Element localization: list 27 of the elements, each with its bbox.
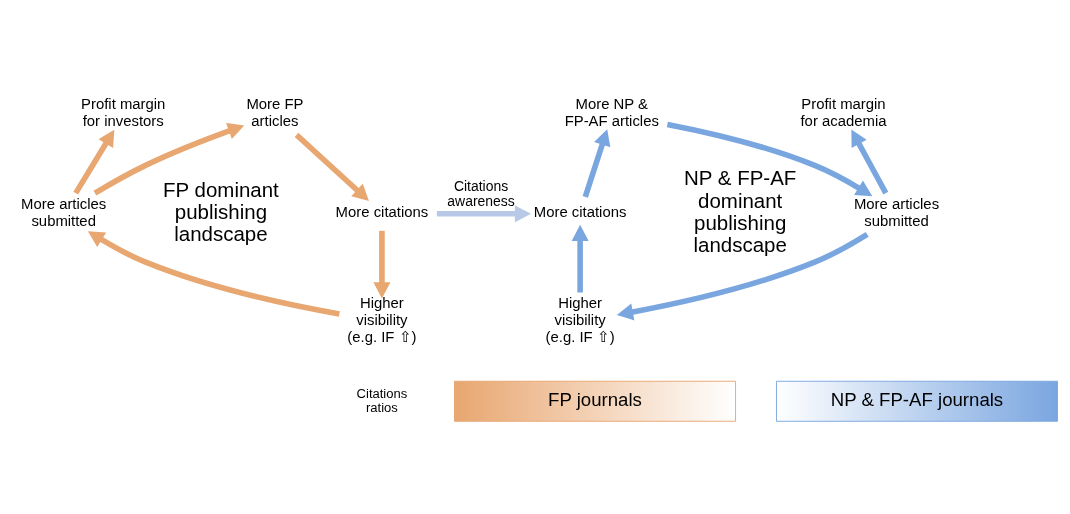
arrow [93,122,245,196]
arrow [87,230,340,317]
node-text: Higher visibility (e.g. IF ⇧) [347,294,417,345]
node-text: More articles submitted [853,195,940,229]
node-text: More FP articles [246,95,304,129]
arrow [436,204,532,222]
arrow [571,224,589,292]
node-box: FP journals [454,380,736,422]
label: Citations ratios [356,385,408,415]
arrow [373,230,391,299]
arrow [73,129,115,195]
arrow [294,132,369,201]
node-text: More citations [335,203,429,220]
node-text: More articles submitted [21,195,107,229]
edge-label: Citations awareness [447,177,515,209]
label: FP dominant publishing landscape [163,177,279,245]
node-text: More NP & FP-AF articles [564,95,659,129]
arrow [666,121,873,196]
node-text: Profit margin for investors [81,95,166,129]
arrow [616,231,869,320]
node-box: NP & FP-AF journals [776,380,1058,422]
arrow [582,128,611,198]
label: NP & FP-AF dominant publishing landscape [684,165,797,256]
node-text: Profit margin for academia [800,95,887,129]
node-text: More citations [533,203,627,220]
arrow [851,129,889,194]
node-text: Higher visibility (e.g. IF ⇧) [545,294,615,345]
